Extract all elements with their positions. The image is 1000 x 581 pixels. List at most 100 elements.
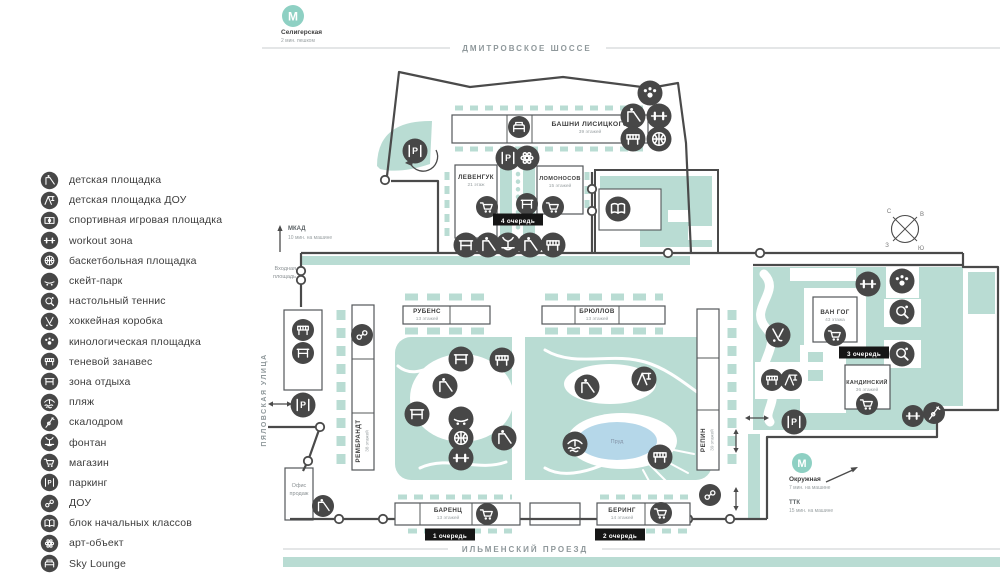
playground-icon [312, 495, 334, 517]
beach-icon [40, 393, 59, 411]
building-name: БАРЕНЦ [434, 507, 462, 514]
street-top-label: ДМИТРОВСКОЕ ШОССЕ [462, 44, 592, 53]
svg-text:4 очередь: 4 очередь [501, 218, 535, 225]
phase-badge-4: 4 очередь [493, 213, 543, 226]
rest-area-icon [448, 346, 474, 372]
shop-icon [476, 503, 498, 525]
hockey-icon [765, 322, 791, 348]
shade-canopy-icon [292, 319, 314, 341]
legend-item-label: скалодром [69, 416, 124, 429]
building-floors: 21 этаж [467, 182, 485, 188]
sky-lounge-icon [508, 116, 530, 138]
row-building [529, 502, 581, 526]
shade-canopy-icon [647, 444, 673, 470]
skatepark-icon [448, 406, 474, 432]
svg-text:Селигерская: Селигерская [281, 29, 322, 36]
building-name: ЛЕВЕНГУК [458, 174, 494, 181]
building-name: ЛОМОНОСОВ [539, 176, 581, 182]
svg-text:площадь: площадь [273, 274, 296, 280]
svg-text:Ю: Ю [918, 246, 924, 252]
dou-icon [40, 494, 59, 512]
entrance-label: Входная [274, 266, 296, 272]
art-object-icon [40, 534, 59, 553]
svg-text:15 мин. на машине: 15 мин. на машине [789, 508, 833, 514]
legend-item-label: скейт-парк [69, 275, 123, 288]
legend-item-hockey: хоккейная коробка [40, 311, 222, 331]
legend-item-label: пляж [69, 396, 95, 409]
legend-item-label: хоккейная коробка [69, 315, 163, 328]
building-name: БАШНИ ЛИСИЦКОГО [552, 121, 629, 128]
legend-item-label: фонтан [69, 436, 107, 449]
dog-area-icon [637, 80, 663, 106]
svg-text:С: С [887, 209, 892, 215]
legend-item-rest-area: зона отдыха [40, 372, 222, 392]
legend-item-dog-area: кинологическая площадка [40, 332, 222, 352]
parking-icon: P [781, 409, 807, 435]
playground-icon [620, 103, 646, 129]
metro-seligerskaya: М Селигерская 2 мин. пешком [281, 5, 322, 44]
svg-text:З: З [885, 243, 889, 249]
building-floors: 39 этажей [709, 429, 715, 451]
table-tennis-icon [889, 341, 915, 367]
legend-item-label: баскетбольная площадка [69, 254, 197, 267]
legend-item-fountain: фонтан [40, 432, 222, 452]
svg-text:P: P [791, 417, 797, 427]
legend-item-label: ДОУ [69, 497, 92, 510]
playground-icon [40, 171, 59, 189]
playground-icon [432, 373, 458, 399]
dog-area-icon [889, 268, 915, 294]
svg-text:2 очередь: 2 очередь [603, 533, 637, 540]
fountain-icon [40, 433, 59, 452]
school-zone [594, 169, 719, 254]
legend-item-label: детская площадка [69, 174, 162, 187]
central-park [395, 337, 712, 493]
phase-badge-2: 2 очередь [595, 528, 645, 541]
shop-icon [856, 393, 878, 415]
art-object-icon [514, 145, 540, 171]
phase-badge-1: 1 очередь [425, 528, 475, 541]
building-floors: 38 этажей [364, 430, 370, 452]
legend-item-shade-canopy: теневой занавес [40, 352, 222, 372]
legend-item-label: настольный теннис [69, 295, 166, 308]
workout-icon [855, 271, 881, 297]
building-floors: 13 этажей [416, 315, 439, 322]
table-tennis-icon [40, 292, 59, 310]
building-name: КАНДИНСКИЙ [846, 378, 888, 386]
mkad-note: МКАД 10 мин. на машине [288, 226, 332, 241]
legend-item-playground-dou: детская площадка ДОУ [40, 190, 222, 210]
dou-icon [351, 324, 373, 346]
street-green-band [283, 557, 1000, 567]
playground-icon [491, 425, 517, 451]
playground-icon [475, 232, 501, 258]
shop-icon [650, 502, 672, 524]
svg-text:М: М [797, 458, 806, 470]
building-floors: 43 этажа [825, 317, 845, 323]
legend-item-label: зона отдыха [69, 375, 131, 388]
playground-dou-icon [631, 366, 657, 392]
legend-item-label: кинологическая площадка [69, 335, 201, 348]
parking-icon: P [495, 145, 521, 171]
pond-label: Пруд [611, 439, 625, 445]
svg-text:P: P [47, 480, 51, 487]
playground-icon [574, 374, 600, 400]
school-icon [40, 514, 59, 532]
playground-dou-icon [40, 191, 59, 209]
svg-text:10 мин. на машине: 10 мин. на машине [288, 235, 332, 241]
shade-canopy-icon [761, 369, 783, 391]
shade-canopy-icon [620, 126, 646, 152]
basketball-icon [448, 425, 474, 451]
workout-icon [646, 103, 672, 129]
